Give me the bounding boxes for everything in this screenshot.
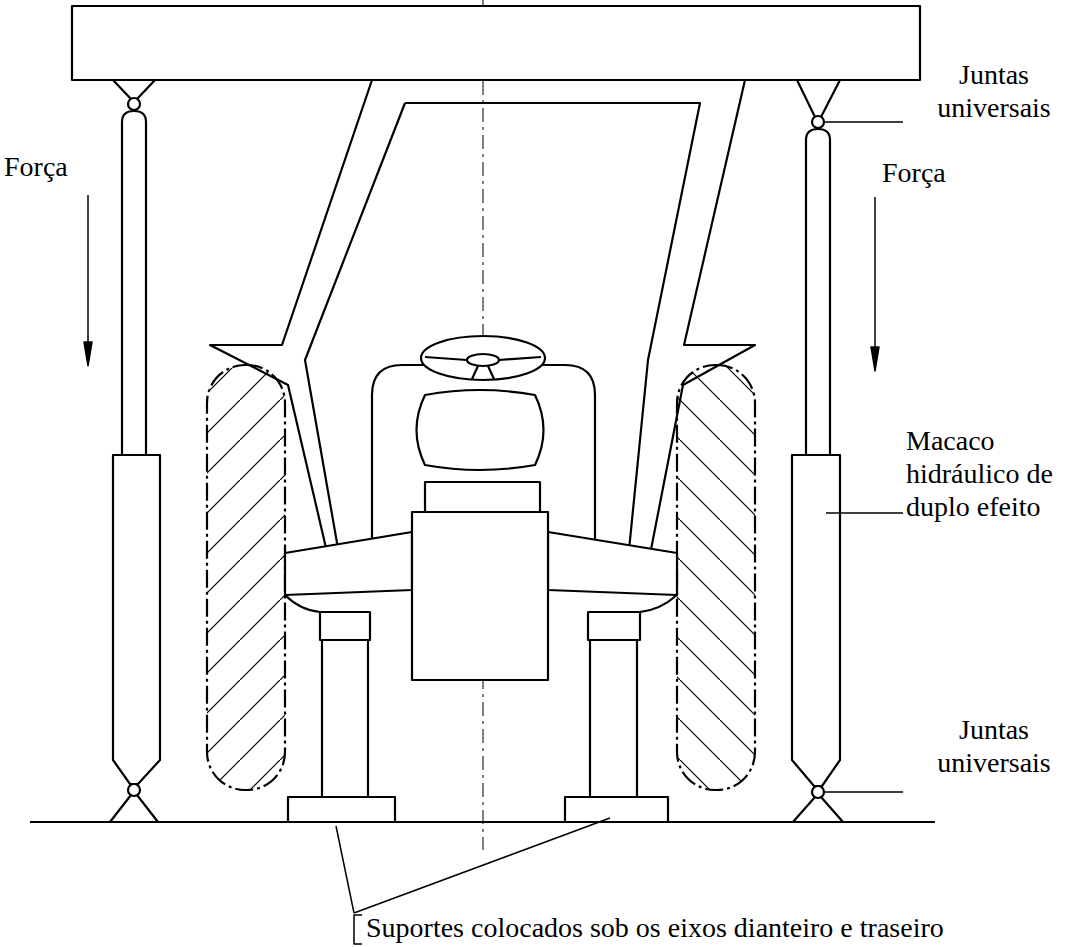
axle-housing xyxy=(285,532,412,595)
force-label: Força xyxy=(4,150,94,183)
force-label: Força xyxy=(882,156,972,189)
jack-label: Macaco hidráulico de duplo efeito xyxy=(906,424,1082,523)
wheel xyxy=(207,365,755,790)
seat-post xyxy=(425,482,540,512)
steering-wheel xyxy=(421,336,545,380)
seat xyxy=(417,390,544,470)
axle-support xyxy=(288,612,668,822)
axle-housing xyxy=(548,532,677,595)
transmission-body xyxy=(412,512,548,680)
force-arrow xyxy=(84,195,879,371)
rops-frame xyxy=(210,80,755,565)
leader-line xyxy=(336,122,903,944)
support-label: Suportes colocados sob os eixos dianteir… xyxy=(366,911,944,944)
hydraulic-jack xyxy=(110,80,160,822)
ground-line xyxy=(30,821,935,823)
load-beam xyxy=(72,6,920,80)
joint-label: Juntas universais xyxy=(906,713,1082,779)
joint-label: Juntas universais xyxy=(906,58,1082,124)
hydraulic-jack xyxy=(792,80,843,822)
